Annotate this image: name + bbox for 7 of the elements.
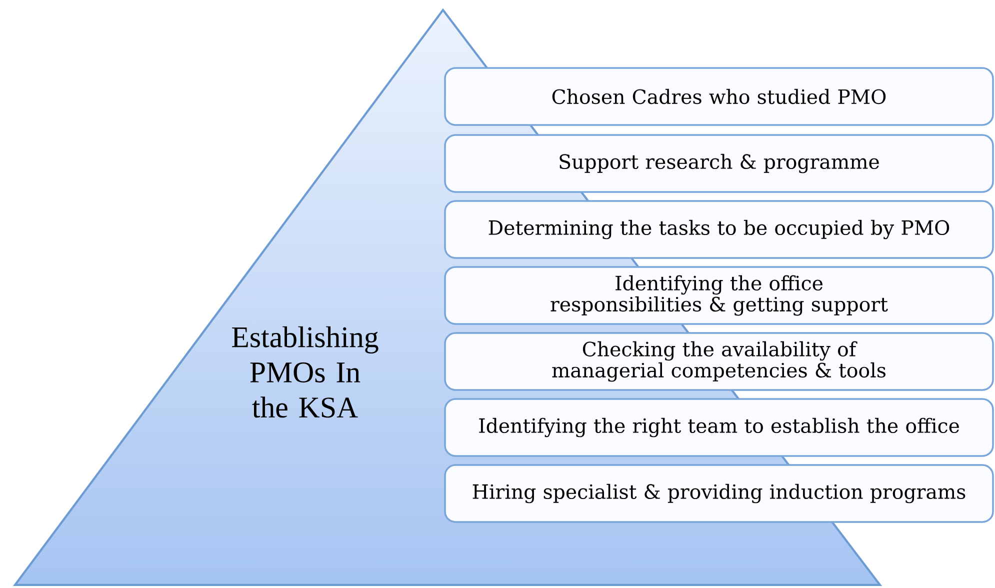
step-box: Hiring specialist & providing induction programs — [444, 464, 994, 523]
step-box: Chosen Cadres who studied PMO — [444, 67, 994, 126]
step-box: Identifying the office responsibilities & getting support — [444, 266, 994, 325]
step-box: Support research & programme — [444, 134, 994, 193]
step-box: Determining the tasks to be occupied by PMO — [444, 200, 994, 259]
step-box: Checking the availability of managerial competencies & tools — [444, 332, 994, 391]
step-box: Identifying the right team to establish the office — [444, 398, 994, 457]
